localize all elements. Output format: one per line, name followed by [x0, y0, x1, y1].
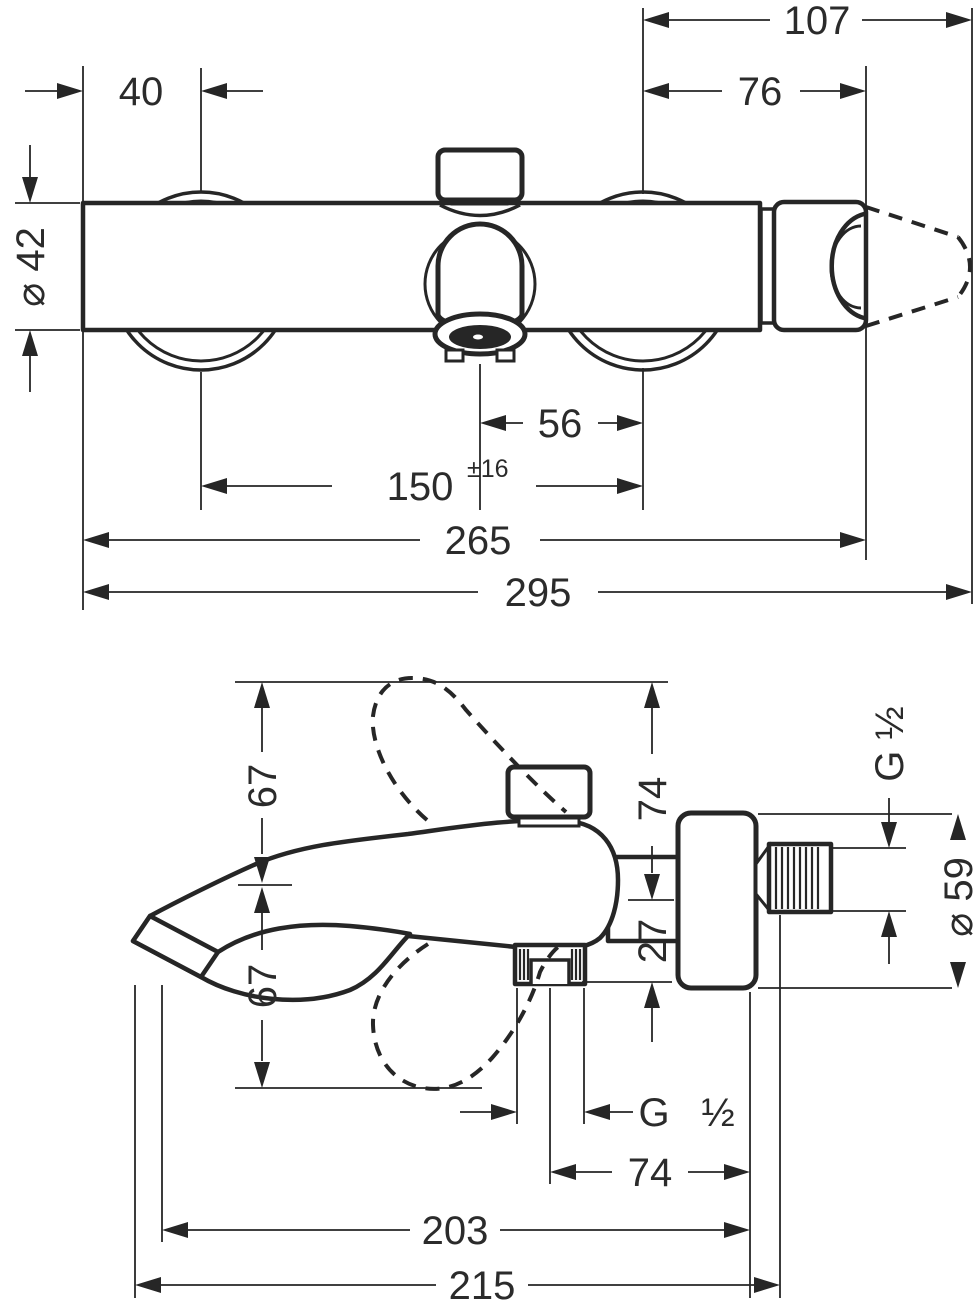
- concealed-union-dashed: [865, 205, 972, 328]
- dim-wall-thread: G ½: [868, 706, 912, 782]
- dim-union-to-wall: 107: [784, 0, 851, 43]
- spout-swivel-dashed: [370, 675, 568, 1091]
- dim-body-width: 265: [445, 519, 512, 563]
- wall-connection-tube: [605, 854, 683, 944]
- dim-center-depth: 74: [628, 1151, 673, 1195]
- top-view-dimensions: 107 76 40 ⌀ 42 56 150: [9, 0, 973, 615]
- handle-top: [435, 147, 525, 218]
- dim-total-depth: 215: [449, 1264, 516, 1308]
- wall-union-right: [759, 199, 972, 333]
- top-view: 107 76 40 ⌀ 42 56 150: [9, 0, 973, 615]
- dim-spout-to-union: 56: [538, 402, 583, 446]
- dim-axis-to-outlet: 27: [631, 919, 675, 964]
- spout-inner-bend: [215, 922, 413, 955]
- dim-outlet-thread-g: G: [638, 1091, 669, 1135]
- side-view-dimensions: 67 67 74 27 G ½ ⌀ 59: [134, 681, 976, 1308]
- wall-flange: [675, 810, 759, 991]
- dim-body-diameter: ⌀ 42: [9, 227, 53, 307]
- aerator: [512, 942, 588, 987]
- dim-spout-depth: 203: [422, 1209, 489, 1253]
- dim-rose-diameter: ⌀ 59: [937, 857, 976, 937]
- threaded-nipple: [766, 841, 834, 915]
- dim-outlet-thread-half: ½: [701, 1091, 734, 1135]
- dim-swivel-down: 67: [241, 964, 285, 1009]
- dim-end-to-union: 40: [119, 70, 164, 114]
- side-view: 67 67 74 27 G ½ ⌀ 59: [130, 675, 976, 1308]
- spout-nozzle-rim: [130, 913, 221, 980]
- dim-top-to-axis: 74: [631, 777, 675, 822]
- spout-top: [432, 221, 528, 363]
- dim-union-centers-tolerance: ±16: [467, 455, 509, 483]
- dim-total-width: 295: [505, 571, 572, 615]
- dim-union-to-body-end: 76: [738, 70, 783, 114]
- dim-union-centers: 150: [387, 465, 454, 509]
- mixer-body-top: [80, 200, 763, 333]
- dim-swivel-up: 67: [241, 764, 285, 809]
